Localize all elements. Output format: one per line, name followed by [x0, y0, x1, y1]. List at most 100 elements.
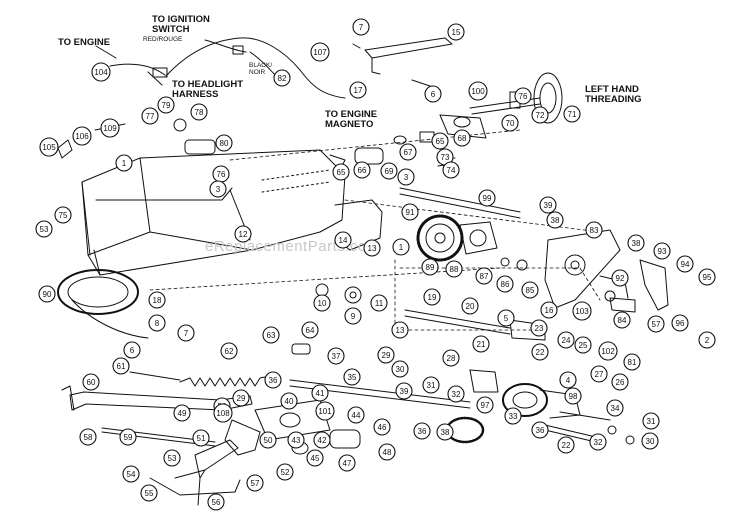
callout-circle	[54, 206, 72, 224]
label-line: BLACK/	[249, 62, 273, 69]
callout-number: 34	[611, 404, 620, 413]
callout-circle	[122, 465, 140, 483]
part-callout-98: 98	[564, 387, 582, 405]
callout-number: 63	[267, 331, 276, 340]
callout-number: 76	[519, 92, 528, 101]
callout-circle	[140, 484, 158, 502]
part-callout-44: 44	[347, 406, 365, 424]
part-callout-90: 90	[38, 285, 56, 303]
callout-circle	[590, 365, 608, 383]
callout-circle	[514, 87, 532, 105]
callout-number: 76	[217, 170, 226, 179]
part-callout-80: 80	[215, 134, 233, 152]
callout-circle	[611, 373, 629, 391]
callout-number: 77	[146, 112, 155, 121]
part-callout-34: 34	[606, 399, 624, 417]
callout-number: 22	[562, 441, 571, 450]
callout-number: 83	[590, 226, 599, 235]
callout-circle	[539, 196, 557, 214]
callout-circle	[373, 418, 391, 436]
callout-circle	[100, 118, 120, 138]
callout-number: 12	[239, 230, 248, 239]
callout-circle	[397, 168, 415, 186]
part-callout-94: 94	[676, 255, 694, 273]
part-callout-7: 7	[352, 18, 370, 36]
callout-circle	[315, 401, 335, 421]
callout-number: 85	[526, 286, 535, 295]
part-callout-27: 27	[590, 365, 608, 383]
callout-number: 43	[292, 436, 301, 445]
callout-circle	[572, 301, 592, 321]
callout-circle	[123, 341, 141, 359]
part-callout-16: 16	[540, 301, 558, 319]
label-line: TO IGNITION	[152, 14, 210, 25]
part-callout-22: 22	[557, 436, 575, 454]
callout-number: 65	[436, 137, 445, 146]
callout-number: 31	[647, 417, 656, 426]
callout-number: 99	[483, 194, 492, 203]
part-callout-64: 64	[301, 321, 319, 339]
callout-circle	[38, 285, 56, 303]
callout-circle	[363, 239, 381, 257]
callout-circle	[246, 474, 264, 492]
part-callout-85: 85	[521, 281, 539, 299]
callout-number: 68	[458, 134, 467, 143]
callout-circle	[564, 387, 582, 405]
callout-number: 102	[601, 347, 615, 356]
callout-circle	[213, 403, 233, 423]
callout-number: 3	[404, 173, 409, 182]
callout-circle	[353, 161, 371, 179]
part-callout-20: 20	[461, 297, 479, 315]
callout-circle	[148, 314, 166, 332]
callout-number: 87	[480, 272, 489, 281]
callout-number: 103	[575, 307, 589, 316]
part-callout-66: 66	[353, 161, 371, 179]
label-line: MAGNETO	[325, 119, 374, 130]
callout-circle	[559, 371, 577, 389]
callout-number: 7	[359, 23, 364, 32]
part-callout-81: 81	[623, 353, 641, 371]
callout-circle	[264, 371, 282, 389]
callout-circle	[613, 311, 631, 329]
part-callout-22: 22	[531, 343, 549, 361]
callout-number: 71	[568, 110, 577, 119]
part-callout-1: 1	[115, 154, 133, 172]
part-callout-12: 12	[234, 225, 252, 243]
callout-circle	[557, 436, 575, 454]
label-line: TO HEADLIGHT	[172, 79, 244, 90]
part-callout-92: 92	[611, 269, 629, 287]
part-callout-54: 54	[122, 465, 140, 483]
part-callout-56: 56	[207, 493, 225, 511]
callout-number: 13	[396, 326, 405, 335]
callout-number: 96	[676, 319, 685, 328]
part-callout-57: 57	[246, 474, 264, 492]
callout-circle	[461, 297, 479, 315]
part-callout-74: 74	[442, 161, 460, 179]
callout-circle	[344, 307, 362, 325]
callout-circle	[391, 321, 409, 339]
part-callout-47: 47	[338, 454, 356, 472]
connector	[232, 45, 244, 55]
callout-circle	[259, 431, 277, 449]
part-callout-82: 82	[273, 69, 291, 87]
part-callout-102: 102	[598, 341, 618, 361]
callout-circle	[647, 315, 665, 333]
callout-number: 20	[466, 302, 475, 311]
callout-number: 39	[544, 201, 553, 210]
part-callout-1: 1	[392, 238, 410, 256]
label-black-noir: BLACK/ NOIR	[249, 62, 272, 76]
callout-circle	[112, 357, 130, 375]
callout-number: 11	[375, 299, 384, 308]
connector	[152, 67, 168, 78]
label-line: HARNESS	[172, 89, 219, 100]
callout-circle	[273, 69, 291, 87]
callout-number: 62	[225, 347, 234, 356]
callout-circle	[310, 42, 330, 62]
callout-number: 109	[103, 124, 117, 133]
part-callout-39: 39	[395, 382, 413, 400]
callout-number: 82	[278, 74, 287, 83]
part-callout-70: 70	[501, 114, 519, 132]
callout-number: 50	[264, 436, 273, 445]
part-callout-108: 108	[213, 403, 233, 423]
